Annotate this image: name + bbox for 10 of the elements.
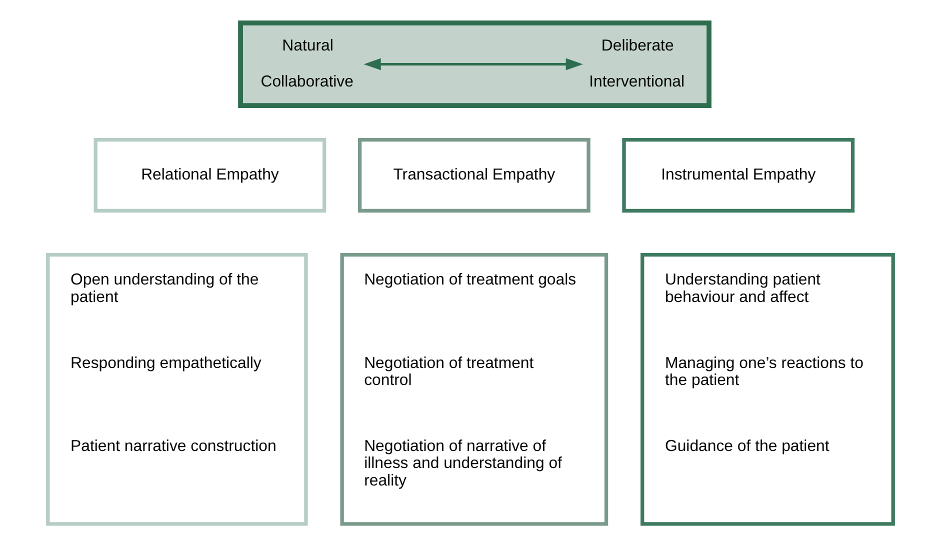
node-box: Understanding patient behaviour and affect Managing one’s reactions to the patient Guidance of the patient <box>640 252 894 526</box>
arrow <box>363 58 582 70</box>
node-text: Deliberate Interventional <box>588 37 684 90</box>
node-box: Negotiation of treatment goals Negotiation of treatment control Negotiation of narrative of illness and understanding of reality <box>340 252 608 526</box>
node-text: Natural Collaborative <box>260 37 353 90</box>
node-box: Relational Empathy <box>93 138 326 213</box>
node-box: Open understanding of the patient Responding empathetically Patient narrative construction <box>46 252 308 526</box>
cluster <box>238 20 711 108</box>
node-box: Transactional Empathy <box>357 138 590 213</box>
node-box: Instrumental Empathy <box>622 138 854 213</box>
